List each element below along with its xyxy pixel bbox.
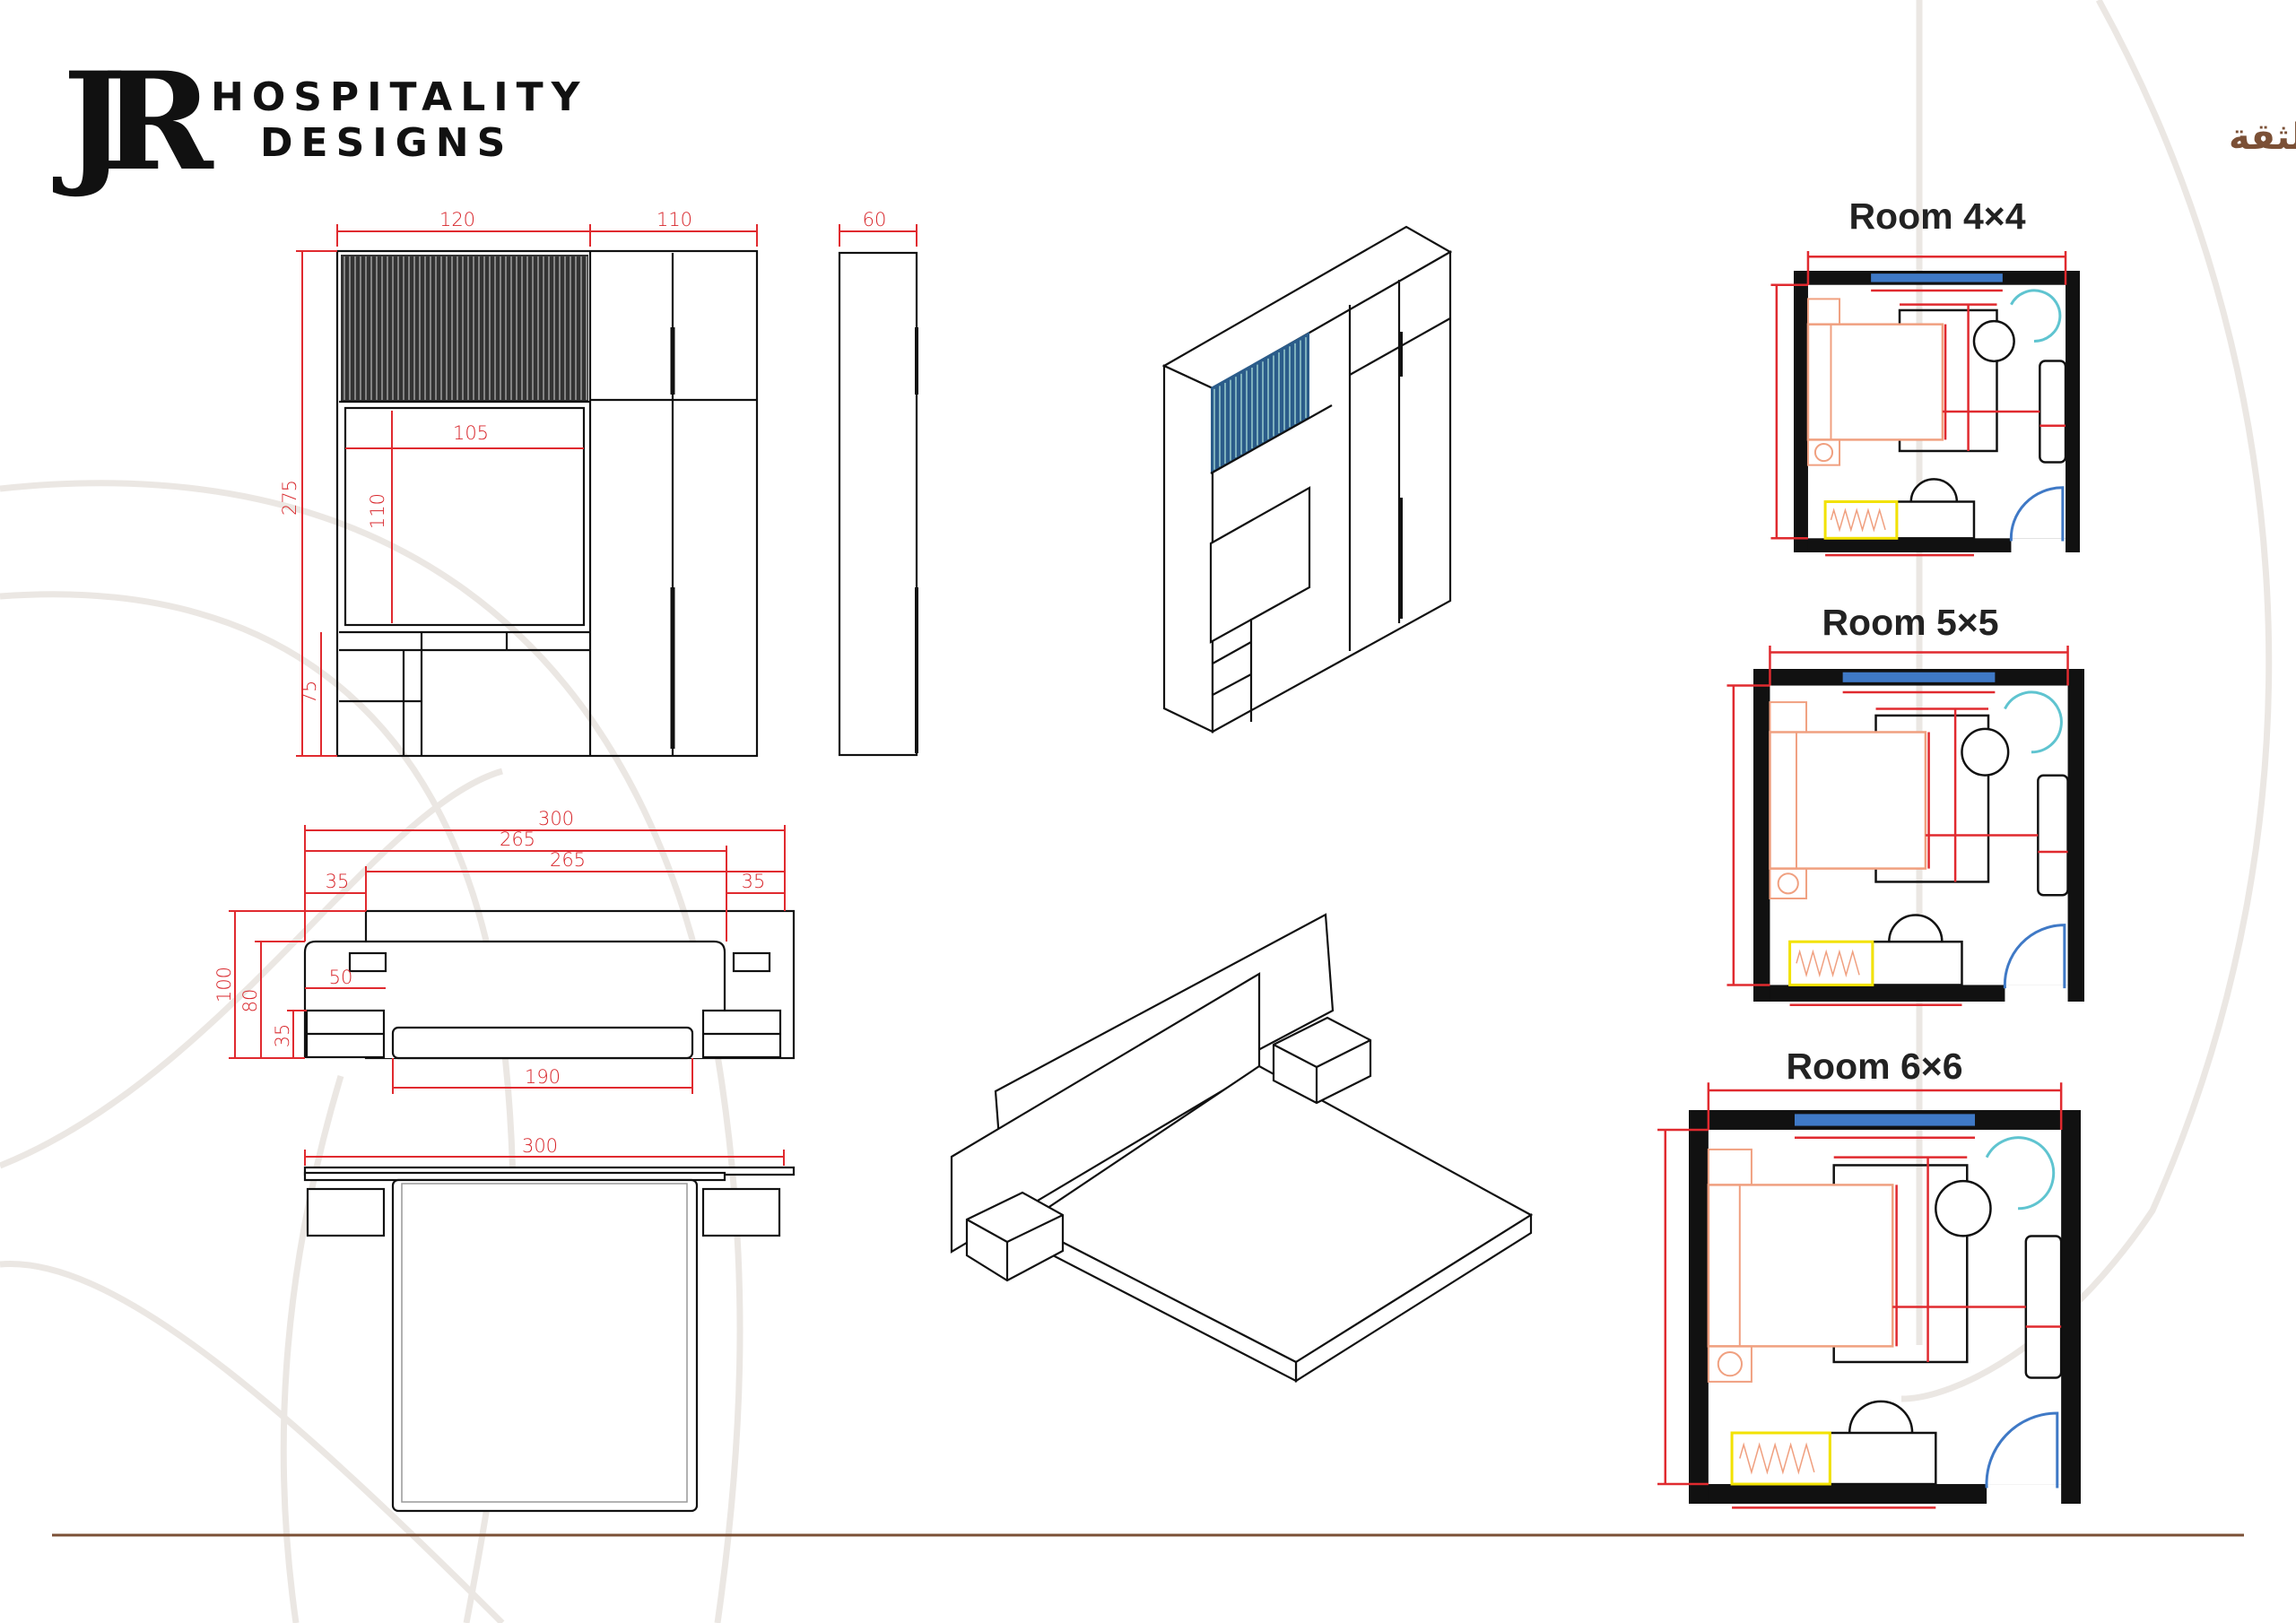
wardrobe <box>2039 360 2067 464</box>
company-logo: JR HOSPITALITY DESIGNS <box>53 43 587 201</box>
desk <box>1871 940 1963 986</box>
dim-offset-left: 35 <box>326 871 350 892</box>
armchair-icon <box>2010 289 2062 343</box>
wardrobe <box>2024 1235 2063 1379</box>
wardrobe-front-elevation: 120 110 275 105 110 75 <box>279 209 759 758</box>
bed-front-elevation: 300 265 265 35 35 100 80 35 50 190 <box>213 808 796 1094</box>
dim-headboard-a: 265 <box>500 829 535 850</box>
nightstand <box>1806 298 1841 325</box>
wall <box>1753 669 1770 1002</box>
dim-wardrobe-right-width: 110 <box>657 209 692 230</box>
room-title: Room 6×6 <box>1786 1046 1962 1087</box>
dim-desk-height: 75 <box>299 681 320 705</box>
desk-chair <box>1909 478 1959 502</box>
nightstand <box>1769 867 1808 899</box>
nightstand <box>1707 1148 1752 1186</box>
dim-wardrobe-left-width: 120 <box>439 209 475 230</box>
wardrobe-side-elevation: 60 <box>838 209 918 757</box>
dim-nightstand-height: 35 <box>272 1024 293 1048</box>
dim-bed-total: 300 <box>538 808 574 829</box>
dim-panel-height: 100 <box>213 967 235 1002</box>
wardrobe-isometric <box>1161 225 1453 733</box>
door-swing <box>1985 1411 2059 1488</box>
radiator-coil <box>1796 949 1860 978</box>
bed-top-view: 300 <box>303 1135 796 1513</box>
door-swing <box>2003 924 2066 989</box>
desk-chair <box>1888 914 1944 942</box>
dim-nightstand-width: 50 <box>329 967 353 988</box>
desk <box>1895 500 1976 540</box>
round-table <box>1935 1179 1992 1237</box>
room-plan-6x6: Room 6×6 <box>1657 1046 2081 1509</box>
dim-wardrobe-depth: 60 <box>863 209 887 230</box>
radiator <box>1730 1431 1831 1486</box>
dimension-line <box>1825 289 2066 557</box>
dimension-line <box>1769 646 2069 686</box>
dimension-line <box>1732 1136 2062 1509</box>
wall <box>2061 1110 2081 1504</box>
window <box>1794 1114 1976 1126</box>
door-opening <box>2005 985 2068 1002</box>
bed <box>1769 731 1927 870</box>
door-opening <box>2011 538 2066 552</box>
radiator-coil <box>1739 1442 1815 1475</box>
wall <box>1689 1110 1709 1504</box>
wall <box>1794 538 2080 552</box>
lamp-icon <box>1717 1351 1743 1377</box>
dim-mattress-width: 190 <box>525 1066 561 1088</box>
radiator-coil <box>1830 508 1886 533</box>
bed-isometric <box>950 913 1534 1383</box>
wall <box>2067 669 2084 1002</box>
round-table <box>1961 727 2010 777</box>
door-swing <box>2009 486 2065 542</box>
dimension-line <box>1707 1082 2063 1130</box>
bed <box>1707 1184 1894 1348</box>
arabic-tagline: الابتكار - الجودة - الثقة <box>2229 117 2296 158</box>
nightstand <box>1707 1345 1752 1383</box>
room-plan-5x5: Room 5×5 <box>1726 602 2084 1006</box>
radiator <box>1788 940 1874 986</box>
dim-headboard-b: 265 <box>550 849 586 871</box>
dimension-line <box>1657 1128 1709 1486</box>
dim-headboard-height: 80 <box>239 989 261 1013</box>
dimension-line <box>1726 684 1770 986</box>
dim-tv-height: 110 <box>367 493 388 529</box>
radiator <box>1823 499 1899 540</box>
nightstand <box>1769 701 1808 733</box>
wall <box>1689 1484 2081 1504</box>
window <box>1842 672 1996 682</box>
armchair-icon <box>1985 1136 2056 1211</box>
armchair-icon <box>2004 690 2063 754</box>
room-title: Room 5×5 <box>1822 602 1998 643</box>
dimension-line <box>1806 251 2067 285</box>
wall <box>2066 271 2080 552</box>
lamp-icon <box>1813 442 1834 463</box>
dim-offset-right: 35 <box>742 871 766 892</box>
wardrobe <box>2037 774 2069 897</box>
dim-tv-width: 105 <box>453 422 489 444</box>
room-title: Room 4×4 <box>1848 195 2025 237</box>
logo-line2: DESIGNS <box>260 120 513 166</box>
nightstand <box>1806 438 1841 466</box>
logo-line1: HOSPITALITY <box>211 74 587 120</box>
round-table <box>1972 319 2015 363</box>
window <box>1871 273 2003 282</box>
dim-bed-top-total: 300 <box>522 1135 558 1157</box>
logo-mark: JR <box>53 43 214 201</box>
dimension-line <box>1770 283 1808 540</box>
bed <box>1806 323 1944 441</box>
desk-chair <box>1848 1400 1914 1433</box>
desk <box>1829 1431 1937 1486</box>
wall <box>1794 271 1808 552</box>
lamp-icon <box>1777 872 1799 895</box>
room-plan-4x4: Room 4×4 <box>1770 195 2080 557</box>
wall <box>1753 985 2084 1002</box>
dim-wardrobe-height: 275 <box>279 480 300 516</box>
door-opening <box>1987 1484 2062 1504</box>
dimension-line <box>1789 690 2068 1006</box>
